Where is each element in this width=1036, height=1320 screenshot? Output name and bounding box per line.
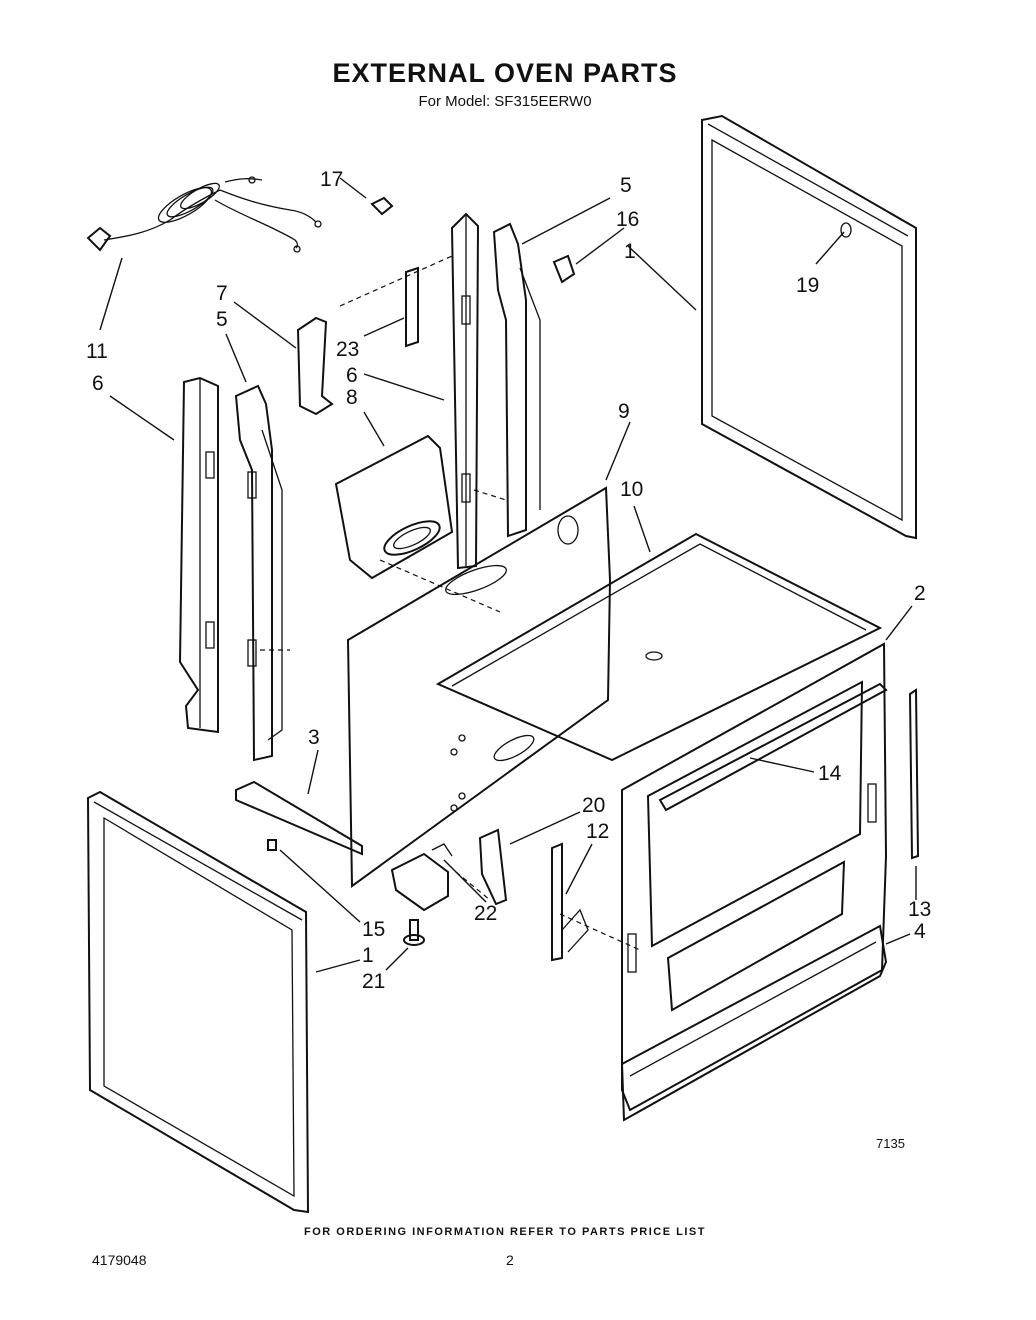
- figure-number: 7135: [876, 1136, 905, 1151]
- front-strip-part: [235, 780, 363, 856]
- callout-3: 3: [308, 726, 320, 749]
- side-strip-part: [908, 688, 920, 860]
- leader-lines: [99, 177, 917, 973]
- callout-22: 22: [474, 902, 497, 925]
- inner-strip-part: [658, 682, 888, 812]
- right-side-panel-part: [701, 114, 917, 540]
- callout-23: 23: [336, 338, 359, 361]
- callout-14: 14: [818, 762, 842, 785]
- callout-1-top: 1: [624, 240, 636, 263]
- top-panel-part: [435, 532, 883, 762]
- oven-vent-part: [334, 434, 454, 580]
- callout-2: 2: [914, 582, 926, 605]
- callout-21: 21: [362, 970, 385, 993]
- callout-9: 9: [618, 400, 630, 423]
- callout-17: 17: [320, 168, 343, 191]
- ordering-footer-note: FOR ORDERING INFORMATION REFER TO PARTS …: [304, 1226, 706, 1238]
- callout-12: 12: [586, 820, 609, 843]
- upper-bracket-part: [296, 316, 334, 416]
- callout-6-center: 6: [346, 364, 358, 387]
- center-channel-part: [492, 222, 541, 538]
- callout-8: 8: [346, 386, 358, 409]
- back-panel-part: [346, 486, 612, 888]
- left-bracket-part: [234, 384, 283, 762]
- left-side-trim-part: [178, 376, 219, 734]
- clip-part: [370, 196, 394, 216]
- callout-5-left: 5: [216, 308, 228, 331]
- model-subtitle: For Model: SF315EERW0: [418, 93, 592, 110]
- left-side-panel-part: [86, 790, 310, 1214]
- latch-part: [390, 843, 453, 912]
- small-bracket-part: [478, 828, 508, 906]
- rear-trim-part: [450, 212, 480, 570]
- power-cord-part: [86, 176, 322, 253]
- assembly-guides: [260, 255, 641, 951]
- callout-20: 20: [582, 794, 605, 817]
- callout-19: 19: [796, 274, 819, 297]
- page-title: EXTERNAL OVEN PARTS: [332, 58, 678, 88]
- bottom-trim-part: [620, 924, 888, 1122]
- screw-part: [403, 919, 425, 946]
- callout-11: 11: [86, 340, 108, 363]
- plug-bracket-part: [552, 254, 576, 284]
- hole-plug-part: [267, 839, 277, 851]
- hinge-part: [551, 842, 589, 962]
- callout-1-bottom: 1: [362, 944, 374, 967]
- oven-front-frame-part: [621, 642, 888, 1112]
- callout-7: 7: [216, 282, 228, 305]
- callout-15: 15: [362, 918, 385, 941]
- callout-6-left: 6: [92, 372, 104, 395]
- document-number: 4179048: [92, 1252, 147, 1268]
- spacer-part: [405, 266, 419, 348]
- callout-10: 10: [620, 478, 643, 501]
- callout-4: 4: [914, 920, 926, 943]
- callout-13: 13: [908, 898, 931, 921]
- callout-labels: 17 5 16 1 19 11 7 5 23 6 6 8 9 10 2 3 20…: [86, 168, 931, 993]
- callout-5-top: 5: [620, 174, 632, 197]
- page-number: 2: [506, 1252, 514, 1268]
- callout-16: 16: [616, 208, 639, 231]
